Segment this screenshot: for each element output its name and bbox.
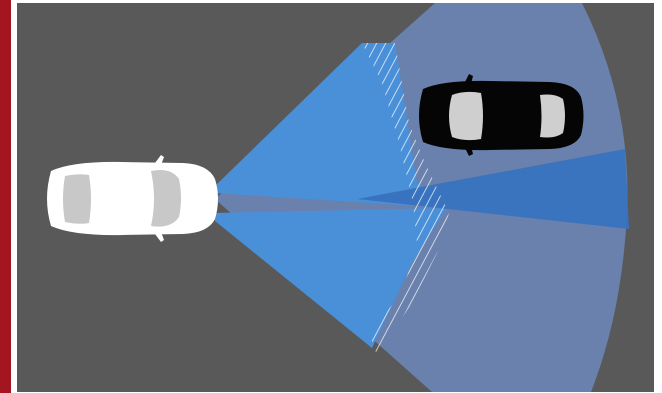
car-icon <box>47 155 218 242</box>
short-range-zone-lower <box>215 208 447 348</box>
ego-mirror-bottom <box>155 232 164 242</box>
accent-bar <box>0 0 11 393</box>
target-rear-window <box>540 94 565 138</box>
car-icon <box>419 74 584 156</box>
forward-radar-beam <box>357 149 629 229</box>
overlap-band <box>362 43 449 355</box>
target-mirror-bottom <box>465 146 473 156</box>
ego-rear-window <box>63 174 91 224</box>
road-scene <box>17 3 654 392</box>
target-windshield <box>449 91 483 141</box>
ego-mirror-top <box>155 155 164 165</box>
ego-vehicle <box>47 155 218 242</box>
ego-windshield <box>151 170 181 227</box>
scene-svg <box>17 3 654 392</box>
target-vehicle <box>419 74 584 156</box>
target-mirror-top <box>465 74 473 84</box>
